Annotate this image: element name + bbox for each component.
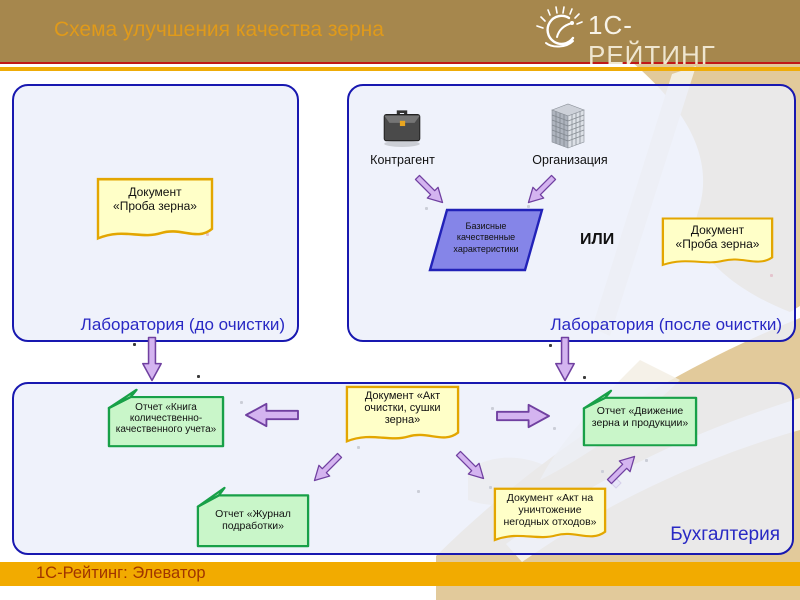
report-movement-text: Отчет «Движение зерна и продукции» xyxy=(591,405,689,429)
data-shape-characteristics-text: Базисные качественные характеристики xyxy=(453,221,519,254)
doc-proba-zerna-after-text: Документ «Проба зерна» xyxy=(675,223,760,251)
report-movement: Отчет «Движение зерна и продукции» xyxy=(582,389,698,447)
report-journal-text: Отчет «Журнал подработки» xyxy=(215,508,291,532)
doc-destruction-act-text: Документ «Акт на уничтожение негодных от… xyxy=(503,492,597,528)
doc-destruction-act: Документ «Акт на уничтожение негодных от… xyxy=(492,486,608,550)
data-shape-characteristics: Базисные качественные характеристики xyxy=(428,208,544,272)
or-label: ИЛИ xyxy=(580,231,615,248)
logo-text-line2: РЕЙТИНГ xyxy=(588,40,716,70)
contractor-label: Контрагент xyxy=(370,153,435,167)
doc-cleaning-act-text: Документ «Акт очистки, сушки зерна» xyxy=(364,390,441,426)
report-book-text: Отчет «Книга количественно- качественног… xyxy=(115,402,217,435)
sun-logo-icon xyxy=(536,6,583,48)
doc-proba-zerna-before: Документ «Проба зерна» xyxy=(95,176,215,250)
doc-proba-zerna-before-text: Документ «Проба зерна» xyxy=(113,185,197,213)
footer-bar xyxy=(0,562,800,586)
doc-cleaning-act: Документ «Акт очистки, сушки зерна» xyxy=(344,384,461,452)
arrow-lab-before-to-accounting xyxy=(135,336,169,382)
report-book: Отчет «Книга количественно- качественног… xyxy=(107,388,225,448)
building-icon xyxy=(551,103,585,149)
logo-text-line1: 1С- xyxy=(588,10,633,40)
panel-accounting-label: Бухгалтерия xyxy=(670,524,780,545)
report-journal: Отчет «Журнал подработки» xyxy=(196,486,310,548)
panel-lab-before-label: Лаборатория (до очистки) xyxy=(80,315,285,334)
arrow-cleaning-to-movement xyxy=(492,403,554,429)
header-bar xyxy=(0,0,800,62)
header-red-line xyxy=(0,62,800,64)
footer-text: 1С-Рейтинг: Элеватор xyxy=(36,564,206,582)
slide-title: Схема улучшения качества зерна xyxy=(54,18,384,41)
doc-proba-zerna-after: Документ «Проба зерна» xyxy=(660,216,775,274)
header-gold-line xyxy=(0,67,800,71)
organization-label: Организация xyxy=(532,153,608,167)
arrow-lab-after-to-accounting xyxy=(548,336,582,382)
arrow-cleaning-to-book xyxy=(241,402,303,428)
panel-lab-after-label: Лаборатория (после очистки) xyxy=(550,315,782,334)
briefcase-icon xyxy=(383,110,421,147)
